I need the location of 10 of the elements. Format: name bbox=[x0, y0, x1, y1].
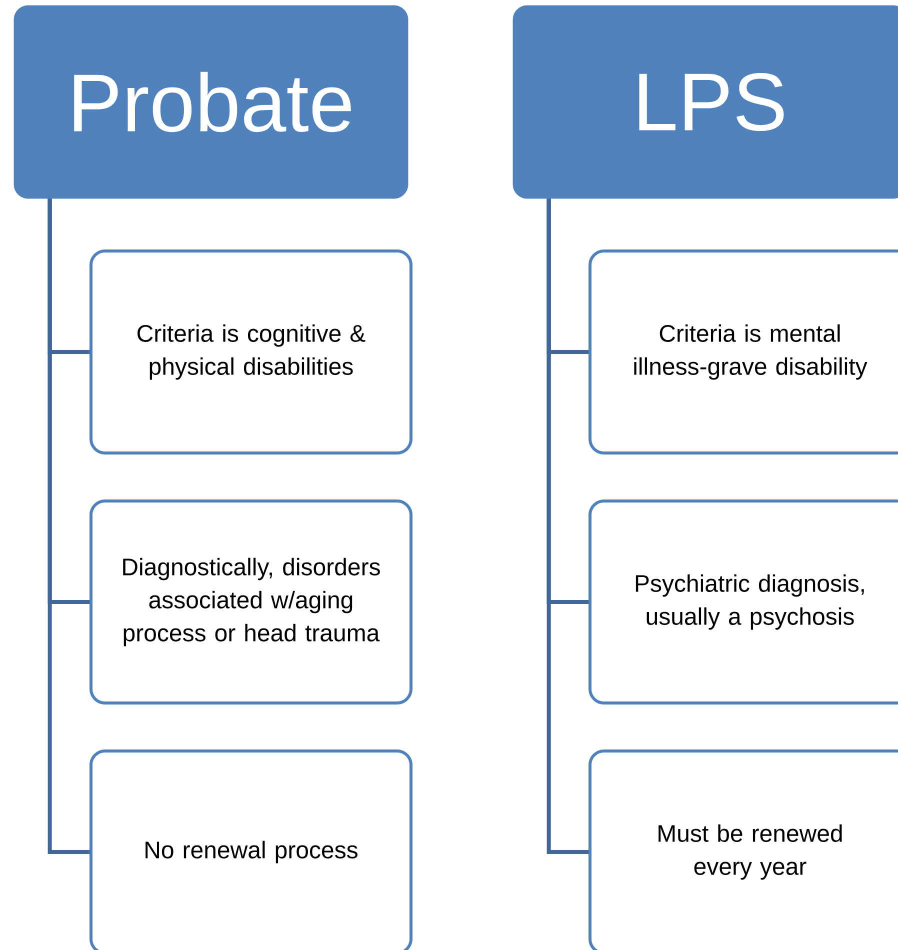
item-box: Must be renewed every year bbox=[588, 750, 898, 950]
item-box: Psychiatric diagnosis, usually a psychosis bbox=[588, 500, 898, 704]
item-box: No renewal process bbox=[90, 750, 412, 950]
connector-line bbox=[48, 198, 90, 854]
header-box: LPS bbox=[512, 5, 898, 199]
item-box: Criteria is mental illness-grave disability bbox=[588, 250, 898, 454]
connector-line bbox=[546, 198, 588, 854]
header-box: Probate bbox=[14, 5, 408, 199]
item-box: Diagnostically, disorders associated w/aging process or head trauma bbox=[90, 500, 412, 704]
item-box: Criteria is cognitive & physical disabilities bbox=[90, 250, 412, 454]
